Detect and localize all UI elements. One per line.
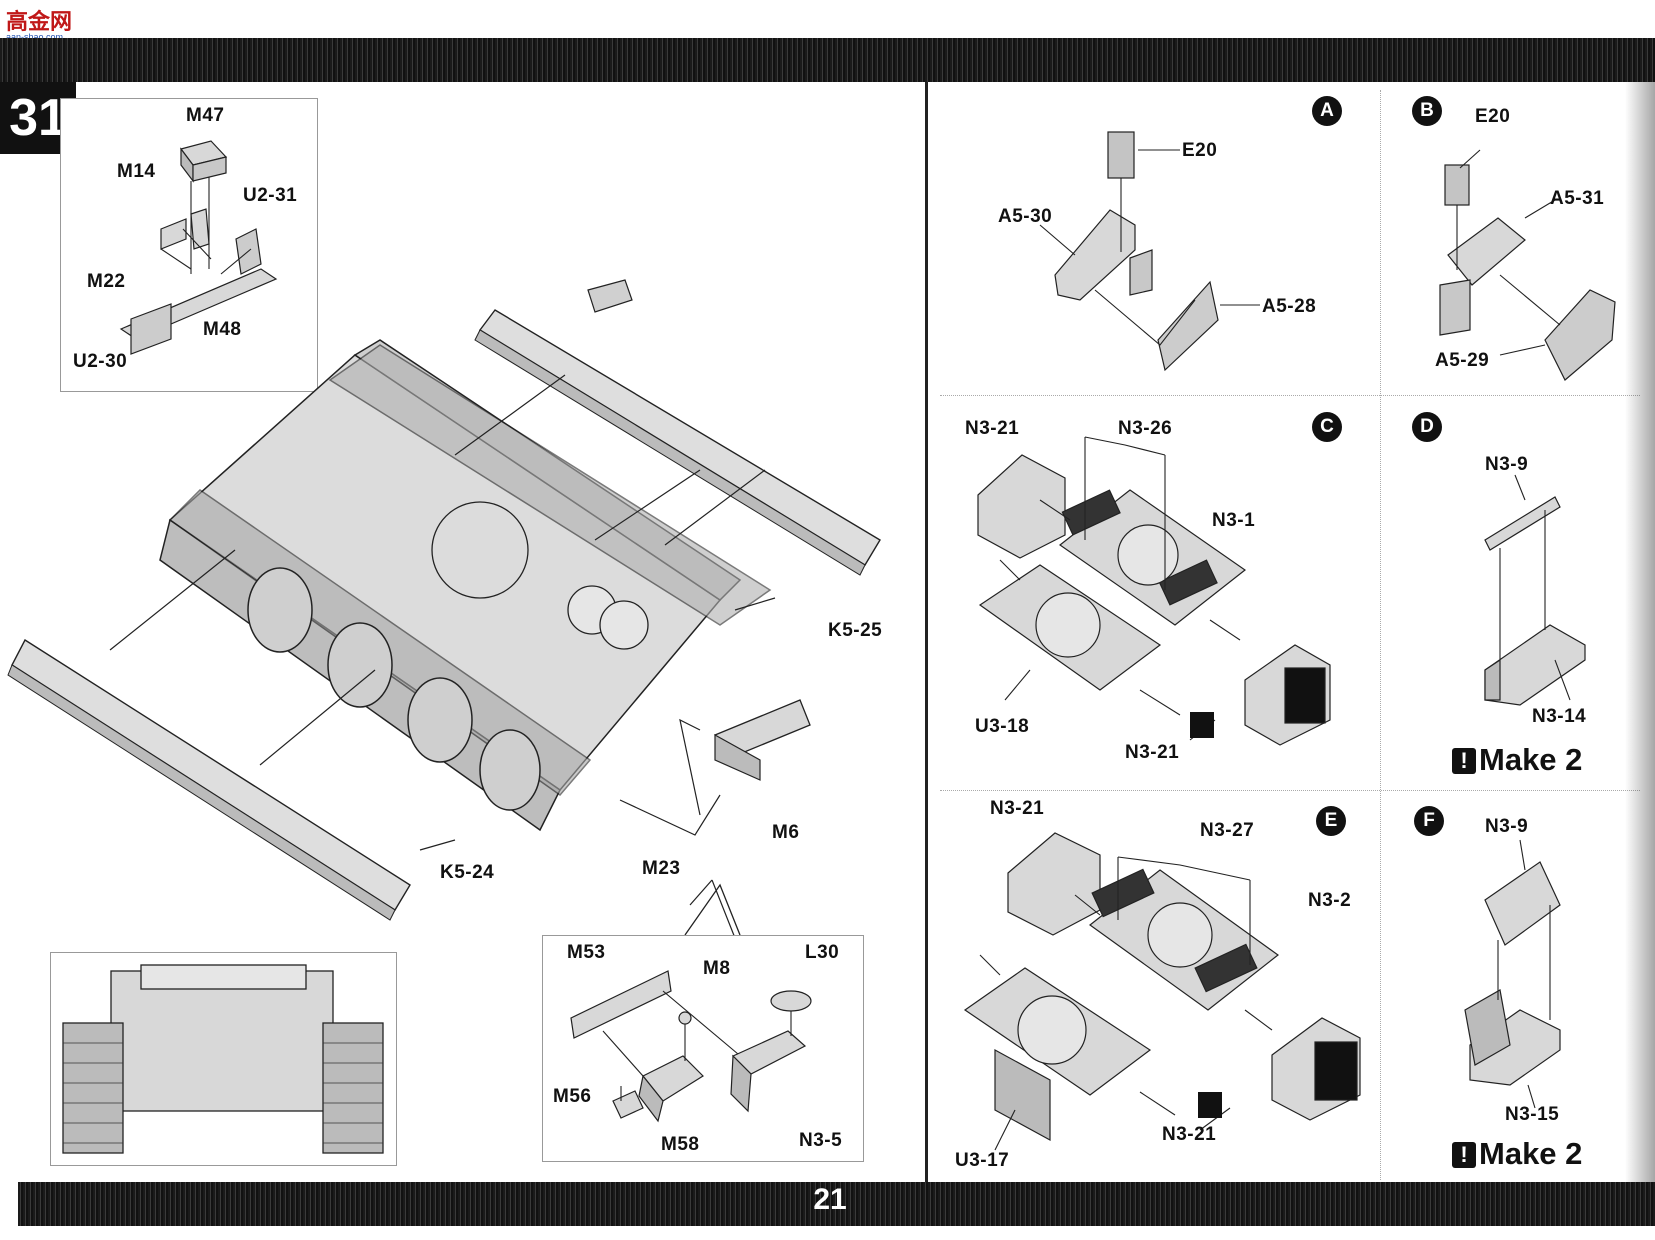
part-label-u2-30: U2-30 [73, 351, 128, 372]
panel-e-label-n3-2: N3-2 [1308, 890, 1352, 911]
part-label-m48: M48 [203, 319, 242, 340]
panel-a-label-e20: E20 [1182, 140, 1218, 161]
panel-c-label-n3-21-top: N3-21 [965, 418, 1020, 439]
part-label-m6: M6 [772, 822, 800, 843]
panel-c-label-n3-21-bottom: N3-21 [1125, 742, 1180, 763]
panel-d-label-n3-14: N3-14 [1532, 706, 1587, 727]
step-number: 31 [9, 89, 67, 147]
exclamation-icon: ! [1452, 1142, 1476, 1168]
panel-f-label-n3-9: N3-9 [1485, 816, 1529, 837]
watermark-sub: aan-shao.com [6, 32, 64, 42]
part-label-l30: L30 [805, 942, 840, 963]
panel-e-label-n3-27: N3-27 [1200, 820, 1255, 841]
hull-assembly-drawing [7, 279, 881, 939]
panel-b-label-a5-29: A5-29 [1435, 350, 1490, 371]
inset-bottom-pointer [684, 883, 741, 936]
panel-f-label-n3-15: N3-15 [1505, 1104, 1560, 1125]
grid-divider-v [1380, 90, 1382, 1180]
watermark-text: 高金网 [6, 9, 73, 34]
panel-f-make-note: !Make 2 [1452, 1136, 1582, 1172]
part-label-m14: M14 [117, 161, 156, 182]
panel-a-badge: A [1312, 96, 1342, 126]
exclamation-icon: ! [1452, 748, 1476, 774]
panel-a-label-a5-28: A5-28 [1262, 296, 1317, 317]
part-label-m23: M23 [642, 858, 681, 879]
panel-d-make-note: !Make 2 [1452, 742, 1582, 778]
panel-d-badge: D [1412, 412, 1442, 442]
page-edge-shadow [1625, 82, 1655, 1182]
panel-e-label-n3-21-top: N3-21 [990, 798, 1045, 819]
part-label-m53: M53 [567, 942, 606, 963]
panel-f-make-text: Make 2 [1479, 1136, 1583, 1171]
grid-divider-h2 [940, 790, 1640, 792]
part-label-m47: M47 [186, 105, 225, 126]
panel-b-badge: B [1412, 96, 1442, 126]
page-divider [925, 82, 928, 1182]
panel-b-label-a5-31: A5-31 [1550, 188, 1605, 209]
part-label-m58: M58 [661, 1134, 700, 1155]
panel-c-label-n3-26: N3-26 [1118, 418, 1173, 439]
panel-a-label-a5-30: A5-30 [998, 206, 1053, 227]
part-label-n3-5: N3-5 [799, 1130, 843, 1151]
rear-view-inset [50, 952, 397, 1166]
inset-detail-bottom: M53 M8 L30 M56 M58 N3-5 [542, 935, 864, 1162]
part-label-m56: M56 [553, 1086, 592, 1107]
part-label-k5-24: K5-24 [440, 862, 495, 883]
grid-divider-h1 [940, 395, 1640, 397]
inset-bottom-drawing [570, 970, 812, 1123]
panel-f-badge: F [1414, 806, 1444, 836]
panel-c-badge: C [1312, 412, 1342, 442]
panel-e-label-n3-21-bottom: N3-21 [1162, 1124, 1217, 1145]
panel-c-label-n3-1: N3-1 [1212, 510, 1256, 531]
panel-e-badge: E [1316, 806, 1346, 836]
bottom-bar [18, 1182, 1655, 1226]
watermark-logo: 高金网 aan-shao.com [6, 4, 72, 42]
panel-b-label-e20: E20 [1475, 106, 1511, 127]
inset-top-drawing [119, 140, 278, 355]
part-label-m8: M8 [703, 958, 731, 979]
panel-c-label-u3-18: U3-18 [975, 716, 1030, 737]
page-number: 21 [813, 1183, 847, 1216]
panel-e-label-u3-17: U3-17 [955, 1150, 1010, 1171]
panel-d-make-text: Make 2 [1479, 742, 1583, 777]
top-bar [0, 38, 1655, 82]
panel-d-label-n3-9: N3-9 [1485, 454, 1529, 475]
part-label-m22: M22 [87, 271, 126, 292]
inset-detail-top: M47 M14 U2-31 M22 M48 U2-30 [60, 98, 318, 392]
part-label-u2-31: U2-31 [243, 185, 298, 206]
part-label-k5-25: K5-25 [828, 620, 883, 641]
rear-view-drawing [62, 964, 384, 1154]
